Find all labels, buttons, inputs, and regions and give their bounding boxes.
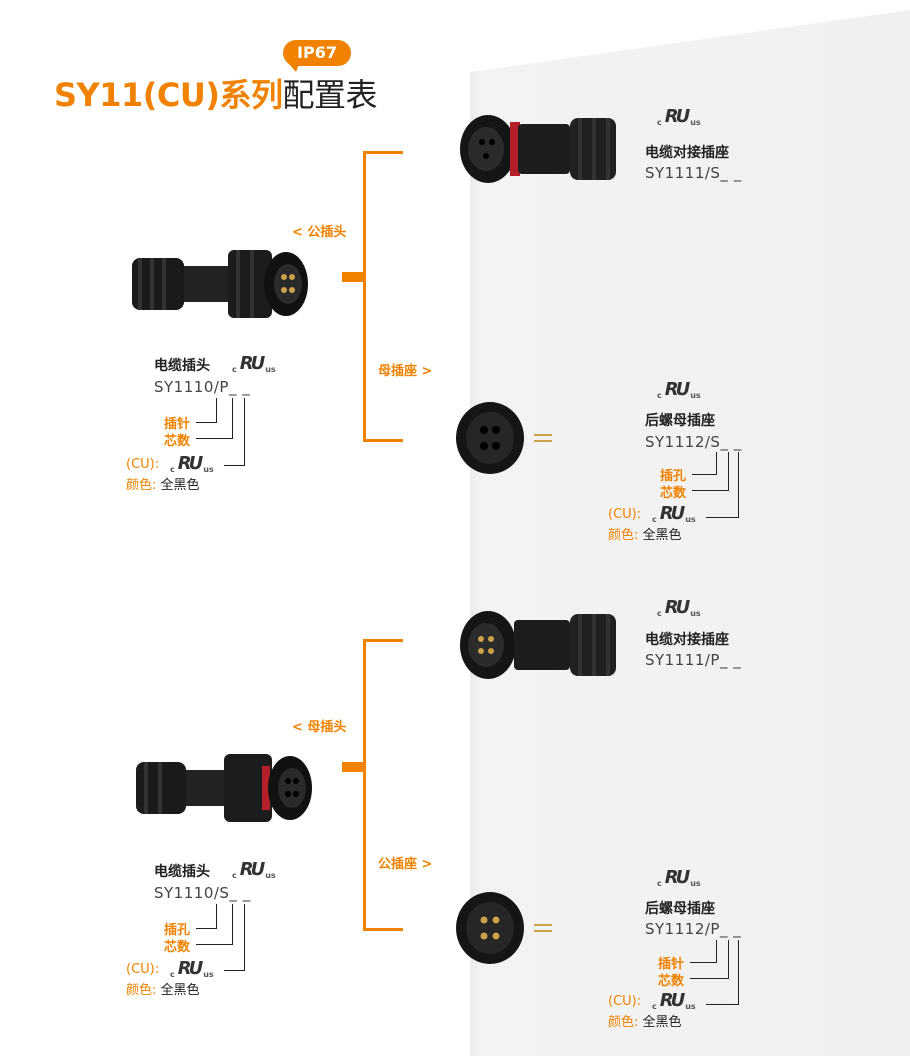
callout-line: [232, 398, 233, 439]
cable-socket-code: SY1111/P_ _: [645, 651, 742, 669]
rear-socket-label: 后螺母插座: [645, 413, 715, 429]
cable-socket-male-image: [460, 611, 616, 679]
cable-plug-code: SY1110/S_ _: [154, 884, 251, 902]
callout-line: [196, 438, 232, 439]
rear-socket-code: SY1112/S_ _: [645, 433, 742, 451]
callout-line: [196, 928, 216, 929]
cable-socket-label: 电缆对接插座: [645, 632, 729, 648]
bracket-arm-top: [363, 639, 403, 642]
cu-label: (CU):: [608, 507, 642, 522]
page-title: SY11(CU)系列配置表: [54, 70, 377, 116]
cable-plug-label: 电缆插头: [154, 864, 210, 880]
branch-label-male-plug: < 公插头: [292, 225, 347, 240]
color-line: 颜色: 全黑色: [608, 1015, 682, 1030]
bracket-arm-bottom: [363, 439, 403, 442]
callout-pin: 插针: [164, 417, 191, 432]
callout-line: [728, 452, 729, 491]
callout-line: [738, 452, 739, 518]
cable-socket-code: SY1111/S_ _: [645, 164, 742, 182]
title-suffix: 配置表: [282, 76, 377, 114]
background-panel: [470, 10, 910, 1056]
cable-socket-female-image: [460, 115, 616, 183]
bracket-arm-top: [363, 151, 403, 154]
bracket-connector: [342, 272, 364, 282]
callout-count: 芯数: [164, 434, 191, 449]
callout-pin: 插针: [658, 957, 685, 972]
rear-nut-socket-female-image: [456, 402, 552, 474]
rear-nut-socket-male-image: [456, 892, 552, 964]
branch-label-male-socket: 公插座 >: [378, 857, 433, 872]
callout-line: [244, 398, 245, 466]
cable-plug-code: SY1110/P_ _: [154, 378, 251, 396]
callout-line: [706, 1004, 738, 1005]
color-line: 颜色: 全黑色: [126, 478, 200, 493]
callout-count: 芯数: [164, 940, 191, 955]
cu-label: (CU):: [126, 962, 160, 977]
callout-line: [196, 422, 216, 423]
rear-socket-code: SY1112/P_ _: [645, 920, 742, 938]
branch-label-female-socket: 母插座 >: [378, 364, 433, 379]
callout-line: [244, 904, 245, 971]
callout-hole: 插孔: [660, 469, 687, 484]
callout-line: [716, 940, 717, 963]
callout-count: 芯数: [658, 974, 685, 989]
rear-socket-label: 后螺母插座: [645, 901, 715, 917]
callout-line: [692, 490, 728, 491]
bracket-spine: [363, 152, 366, 442]
color-line: 颜色: 全黑色: [608, 528, 682, 543]
callout-line: [690, 962, 716, 963]
branch-label-female-plug: < 母插头: [292, 720, 347, 735]
callout-line: [232, 904, 233, 945]
ip67-badge: IP67: [283, 40, 351, 72]
callout-line: [224, 970, 244, 971]
callout-line: [728, 940, 729, 979]
bracket-arm-bottom: [363, 928, 403, 931]
callout-line: [738, 940, 739, 1005]
cable-socket-label: 电缆对接插座: [645, 145, 729, 161]
color-line: 颜色: 全黑色: [126, 983, 200, 998]
callout-line: [216, 398, 217, 423]
callout-hole: 插孔: [164, 923, 191, 938]
cu-label: (CU):: [126, 457, 160, 472]
callout-count: 芯数: [660, 486, 687, 501]
callout-line: [690, 978, 728, 979]
callout-line: [692, 474, 716, 475]
cable-plug-male-image: [132, 250, 308, 318]
cable-plug-label: 电缆插头: [154, 358, 210, 374]
cable-plug-female-image: [136, 754, 312, 822]
callout-line: [196, 944, 232, 945]
bracket-connector: [342, 762, 364, 772]
callout-line: [716, 452, 717, 475]
callout-line: [216, 904, 217, 929]
callout-line: [224, 465, 244, 466]
callout-line: [706, 517, 738, 518]
cu-label: (CU):: [608, 994, 642, 1009]
bracket-spine: [363, 640, 366, 931]
title-series: SY11(CU)系列: [54, 76, 283, 114]
